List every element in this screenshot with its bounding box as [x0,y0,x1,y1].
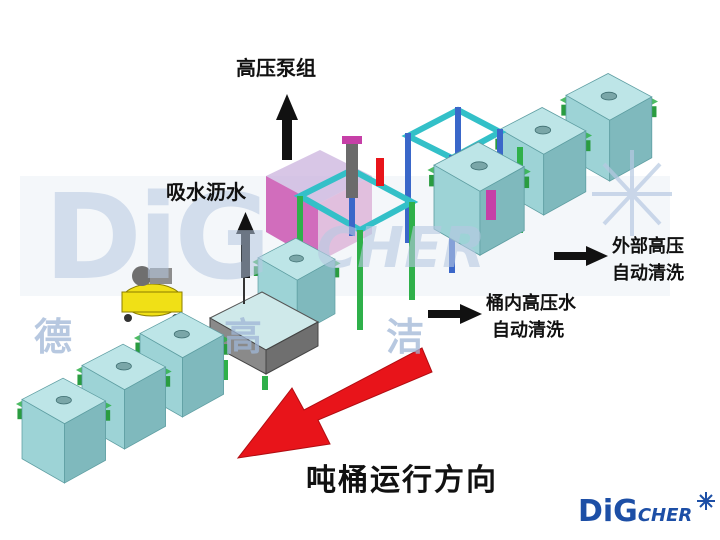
watermark-brand-main: DiG [44,168,271,306]
direction-arrow [236,347,433,459]
logo-star-icon [697,492,715,510]
logo-main-text: DiG [578,494,638,529]
logo-tail-text: CHER [637,505,693,526]
label-inner-wash-line2: 自动清洗 [492,320,564,341]
label-outer-wash-line1: 外部高压 [612,236,684,257]
inner-wash-frame [266,136,419,330]
spray-nozzle [486,190,496,220]
air-compressor [121,266,183,322]
label-direction: 吨桶运行方向 [306,463,498,498]
watermark-cn-char-3: 洁 [386,315,425,359]
arrow-outer-wash [554,246,608,266]
arrow-suction [236,212,255,278]
watermark-cn-char-1: 德 [34,315,73,359]
watermark-cn-char-2: 高 [224,315,263,359]
arrow-inner-wash [428,304,482,324]
brand-logo: DiGCHER [578,494,692,529]
label-inner-wash-line1: 桶内高压水 [486,293,576,314]
watermark-brand-tail: CHER [316,216,486,281]
arrow-pump-group [276,94,298,160]
watermark-starburst-icon [592,150,672,236]
label-pump-group: 高压泵组 [236,56,316,80]
label-outer-wash-line2: 自动清洗 [612,263,684,284]
label-suction: 吸水沥水 [166,180,246,204]
